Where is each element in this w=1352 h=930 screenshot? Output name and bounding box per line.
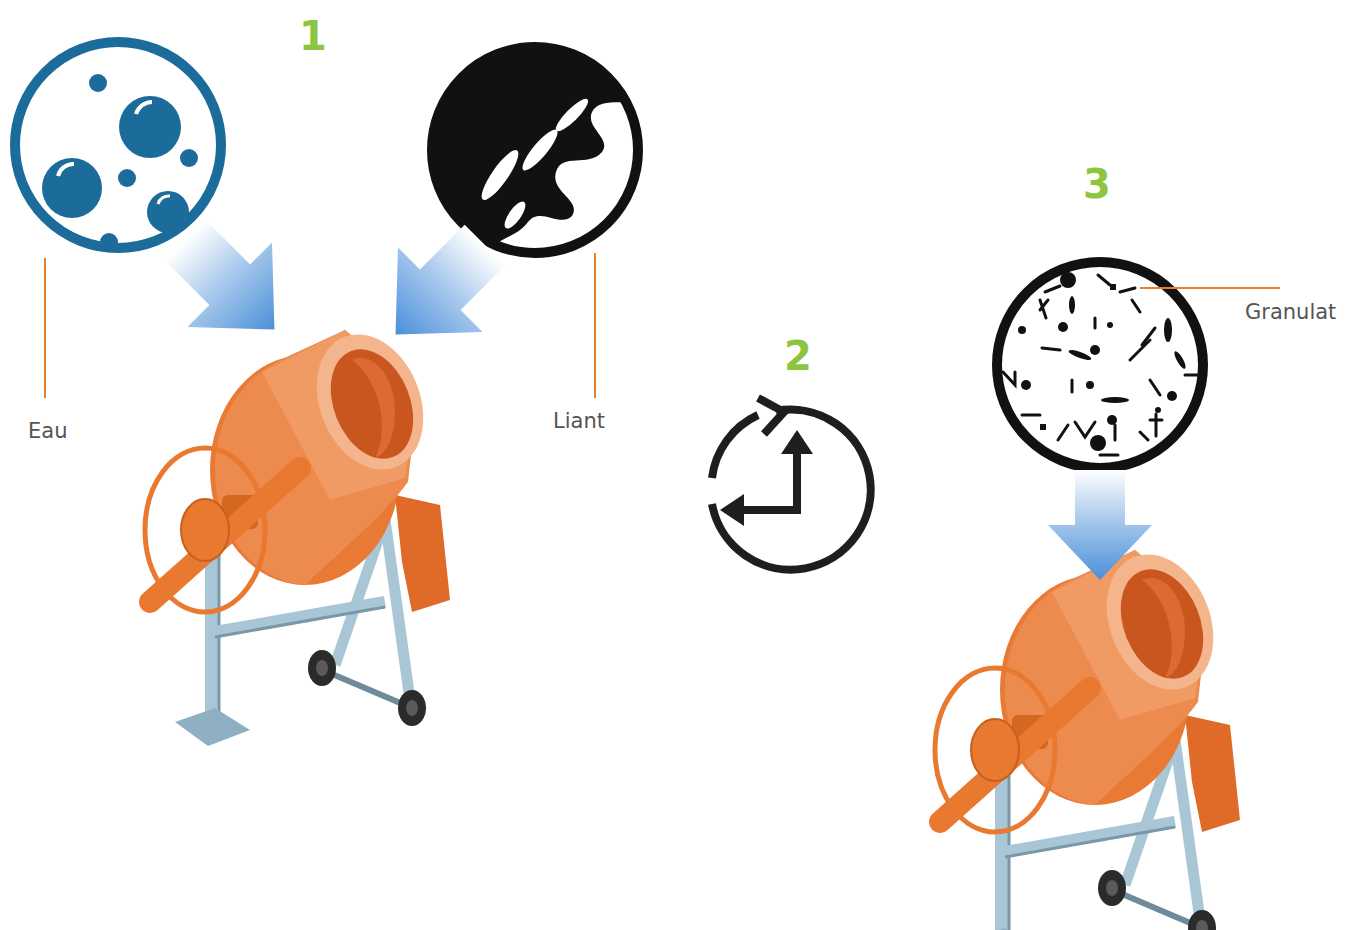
water-icon-part: [118, 169, 136, 187]
aggregate-icon-part-part: [1045, 286, 1060, 292]
binder-icon: [420, 40, 655, 262]
wait-clock-icon-part: [781, 430, 813, 454]
aggregate-icon-part-part: [1114, 425, 1117, 440]
water-icon-part: [147, 191, 189, 233]
aggregate-icon: [997, 262, 1203, 468]
aggregate-icon-part-part: [1021, 380, 1031, 390]
aggregate-icon-part-part: [1167, 391, 1177, 401]
water-icon-part: [15, 42, 221, 248]
wait-clock-icon: [712, 398, 871, 570]
aggregate-icon-part-part: [1130, 340, 1150, 360]
aggregate-icon-part-part: [1040, 300, 1048, 318]
flow-arrow: [143, 198, 317, 372]
aggregate-icon-part-part: [1185, 374, 1200, 377]
water-icon-part: [119, 96, 181, 158]
water-icon-part: [42, 158, 102, 218]
wait-clock-icon-part: [758, 398, 784, 434]
aggregate-icon-part-part: [1101, 397, 1129, 403]
aggregate-icon-part-part: [1071, 380, 1074, 392]
aggregate-icon-part-part: [1069, 296, 1075, 314]
water-icon: [15, 42, 221, 251]
wait-clock-icon-part: [712, 415, 758, 478]
aggregate-icon-part-part: [1086, 381, 1094, 389]
wait-clock-icon-part: [738, 450, 797, 510]
water-icon-part: [158, 196, 170, 204]
wait-clock-icon-part: [712, 410, 871, 570]
aggregate-icon-part-part: [1058, 425, 1068, 440]
water-icon-part: [89, 74, 107, 92]
water-icon-part: [136, 102, 152, 114]
aggregate-icon-part-part: [1164, 318, 1172, 342]
aggregate-icon-part: [997, 262, 1203, 468]
aggregate-icon-part-part: [1003, 372, 1015, 385]
callout-label: Liant: [553, 409, 605, 434]
aggregate-icon-part-part: [1075, 422, 1095, 437]
concrete-mixer: [145, 318, 450, 746]
aggregate-icon-part-part: [1022, 414, 1040, 417]
aggregate-icon-part-part: [1140, 432, 1148, 440]
aggregate-icon-part-part: [1090, 345, 1100, 355]
aggregate-icon-part-part: [1042, 348, 1060, 350]
aggregate-icon-part-part: [1132, 300, 1140, 312]
binder-icon-part-part: [518, 126, 562, 175]
aggregate-icon-part-part: [1090, 435, 1106, 451]
aggregate-icon-part-part: [1150, 414, 1162, 436]
leader-line: [594, 253, 596, 398]
aggregate-icon-part-part: [1094, 318, 1097, 328]
water-icon-part: [58, 164, 74, 176]
aggregate-icon-part-part: [1098, 275, 1110, 285]
aggregate-icon-part-part: [1018, 326, 1026, 334]
aggregate-icon-part-part: [1150, 380, 1160, 395]
aggregate-icon-part-part: [1107, 322, 1113, 328]
wait-clock-icon-part: [720, 494, 744, 526]
aggregate-icon-part-part: [1155, 407, 1161, 413]
aggregate-icon-part-part: [1060, 272, 1076, 288]
binder-icon-part-part: [476, 146, 524, 204]
aggregate-icon-part-part: [1110, 284, 1116, 290]
water-icon-part: [100, 233, 118, 251]
concrete-mixer: [935, 538, 1240, 930]
aggregate-icon-part-part: [1190, 400, 1198, 412]
leader-line: [44, 258, 46, 398]
step-number: 2: [784, 336, 812, 376]
binder-icon-part-part: [552, 95, 592, 135]
aggregate-icon-part-part: [1058, 322, 1068, 332]
binder-icon-part-part: [501, 198, 529, 231]
binder-icon-part-part: [420, 40, 655, 262]
aggregate-icon-part-part: [1068, 348, 1093, 362]
step-number: 3: [1083, 164, 1111, 204]
aggregate-icon-part: [1003, 272, 1200, 455]
flow-arrow: [1048, 470, 1152, 580]
callout-label: Eau: [28, 419, 67, 444]
leader-line: [1140, 287, 1280, 289]
aggregate-icon-part-part: [1100, 454, 1118, 457]
water-icon-part: [180, 149, 198, 167]
binder-icon-part: [420, 40, 655, 262]
aggregate-icon-part-part: [1172, 350, 1187, 370]
aggregate-icon-part-part: [1107, 415, 1117, 425]
step-number: 1: [299, 16, 327, 56]
aggregate-icon-part-part: [1040, 424, 1046, 430]
aggregate-icon-part-part: [1120, 288, 1135, 292]
callout-label: Granulat: [1245, 300, 1336, 325]
